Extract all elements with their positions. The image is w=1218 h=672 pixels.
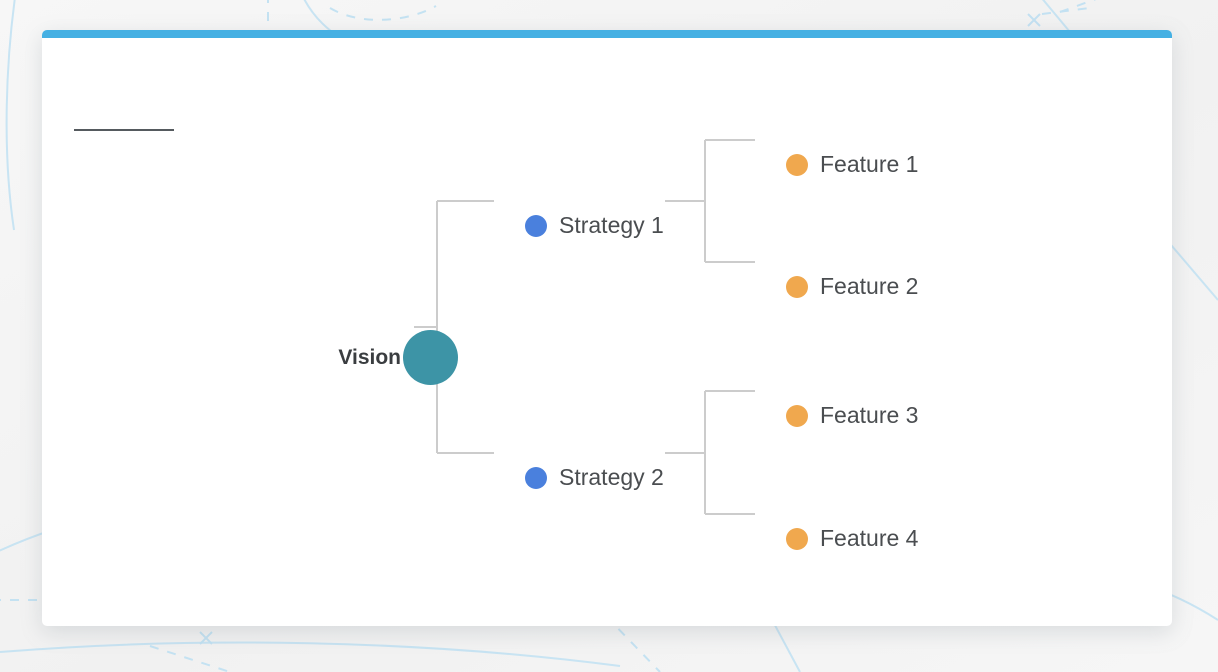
node-feature-3[interactable]: Feature 3 (786, 404, 918, 427)
node-feature-1-dot (786, 153, 808, 176)
tree-diagram (414, 139, 755, 515)
node-feature-3-label: Feature 3 (820, 402, 919, 428)
node-strategy-1-label: Strategy 1 (559, 212, 664, 238)
node-feature-4-label: Feature 4 (820, 525, 919, 551)
node-feature-1-label: Feature 1 (820, 151, 919, 177)
node-vision-dot (403, 329, 458, 385)
node-feature-1[interactable]: Feature 1 (786, 153, 918, 176)
node-strategy-2[interactable]: Strategy 2 (525, 466, 664, 489)
node-feature-3-dot (786, 404, 808, 427)
node-feature-2-label: Feature 2 (820, 273, 919, 299)
node-strategy-1[interactable]: Strategy 1 (525, 214, 664, 237)
node-feature-4-dot (786, 527, 808, 550)
slide-card: Vision Strategy 1 Strategy 2 Feature 1 F… (42, 30, 1172, 626)
node-strategy-2-dot (525, 466, 547, 489)
accent-bar (42, 30, 1172, 38)
node-vision[interactable]: Vision (278, 300, 458, 414)
node-feature-2[interactable]: Feature 2 (786, 275, 918, 298)
node-strategy-1-dot (525, 214, 547, 237)
node-feature-2-dot (786, 275, 808, 298)
node-vision-label: Vision (338, 345, 401, 369)
node-feature-4[interactable]: Feature 4 (786, 527, 918, 550)
node-strategy-2-label: Strategy 2 (559, 464, 664, 490)
title-underline-rule (74, 129, 174, 131)
